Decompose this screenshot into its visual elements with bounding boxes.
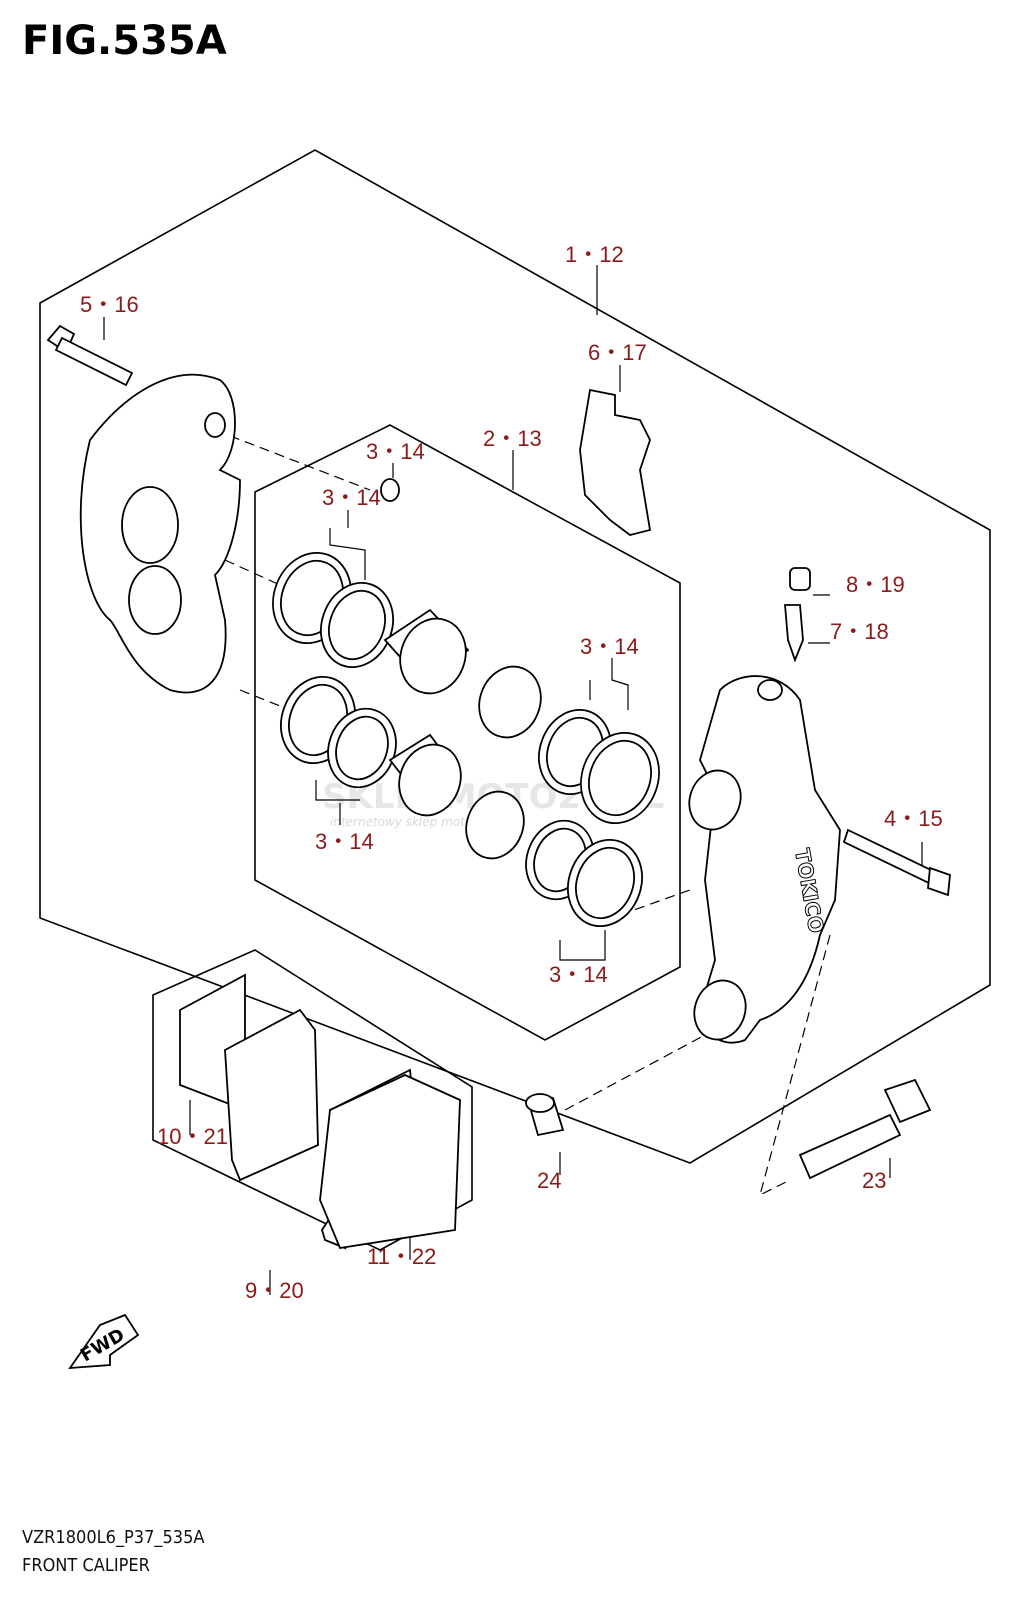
callout-10-21: 10・21 [157, 1124, 228, 1149]
brake-pad-inner [179, 973, 319, 1182]
seals-and-pistons [272, 478, 470, 817]
alignment-lines [214, 429, 831, 1197]
leader-lines [103, 265, 923, 1295]
callout-4-15: 4・15 [884, 806, 943, 831]
callout-labels: 1・12 5・16 6・17 2・13 3・14 3・14 3・14 3・14 … [80, 242, 943, 1303]
caliper-bolt-5 [46, 324, 134, 387]
collar [525, 1093, 565, 1137]
callout-5-16: 5・16 [80, 292, 139, 317]
callout-3-14-d: 3・14 [315, 829, 374, 854]
callout-3-14-b: 3・14 [322, 485, 381, 510]
figure-name: FRONT CALIPER [22, 1555, 150, 1576]
brake-pad-outer [319, 1068, 461, 1250]
assembly-frame-pads [152, 949, 473, 1251]
callout-2-13: 2・13 [483, 426, 542, 451]
assembly-frame-piston-kit [254, 424, 681, 1041]
caliper-half-left [79, 373, 241, 694]
bleeder-parts [784, 567, 811, 663]
callout-3-14-a: 3・14 [366, 439, 425, 464]
callout-3-14-e: 3・14 [549, 962, 608, 987]
callout-9-20: 9・20 [245, 1278, 304, 1303]
callout-1-12: 1・12 [565, 242, 624, 267]
callout-7-18: 7・18 [830, 619, 889, 644]
caliper-half-right: TOKICO [688, 675, 841, 1044]
forward-arrow: FWD [68, 1313, 140, 1370]
callout-3-14-c: 3・14 [580, 634, 639, 659]
callout-11-22: 11・22 [367, 1244, 436, 1269]
mounting-bolt [798, 1078, 932, 1180]
seals-and-pistons-right [465, 665, 660, 928]
figure-title: FIG.535A [22, 18, 227, 64]
callout-24: 24 [537, 1168, 561, 1193]
pad-pin [842, 828, 951, 897]
pad-spring [579, 388, 652, 536]
callout-6-17: 6・17 [588, 340, 647, 365]
assembly-frame-caliper [39, 149, 991, 1164]
callout-23: 23 [862, 1168, 886, 1193]
callout-8-19: 8・19 [846, 572, 905, 597]
figure-code: VZR1800L6_P37_535A [22, 1527, 205, 1548]
